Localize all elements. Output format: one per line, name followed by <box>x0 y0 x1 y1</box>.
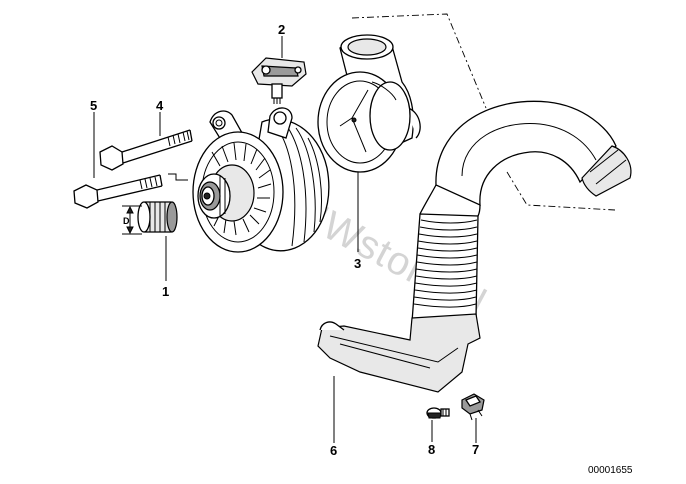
intake-hose-6 <box>317 100 632 393</box>
callout-8: 8 <box>428 442 435 457</box>
callout-4: 4 <box>156 98 164 113</box>
screw-8 <box>426 407 450 419</box>
clip-nut-7 <box>461 393 485 421</box>
callout-6: 6 <box>330 443 337 458</box>
alternator <box>192 107 330 253</box>
callout-5: 5 <box>90 98 97 113</box>
regulator-2 <box>251 57 307 104</box>
callout-2: 2 <box>278 22 285 37</box>
air-duct-3 <box>317 34 421 173</box>
callout-7: 7 <box>472 442 479 457</box>
bolt-5 <box>73 174 163 209</box>
dimension-d: D <box>122 205 142 235</box>
callout-3: 3 <box>354 256 361 271</box>
guide-dashed-lines <box>351 13 616 211</box>
sleeve-1 <box>137 201 178 233</box>
callout-1: 1 <box>162 284 169 299</box>
bolt-4 <box>99 129 193 171</box>
diagram-code: 00001655 <box>588 465 633 476</box>
dimension-label: D <box>123 216 130 226</box>
